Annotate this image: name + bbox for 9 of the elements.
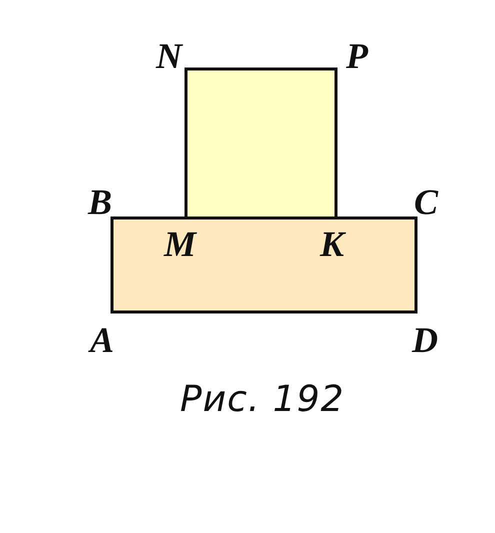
vertex-label: A <box>90 322 114 358</box>
vertex-label: N <box>156 38 182 74</box>
vertex-label: P <box>346 38 368 74</box>
vertex-label: C <box>414 184 438 220</box>
vertex-label: D <box>412 322 438 358</box>
vertex-label: B <box>88 184 112 220</box>
vertex-label: K <box>320 226 344 262</box>
figure-caption: Рис. 192 <box>180 380 344 420</box>
vertex-label: M <box>164 226 196 262</box>
